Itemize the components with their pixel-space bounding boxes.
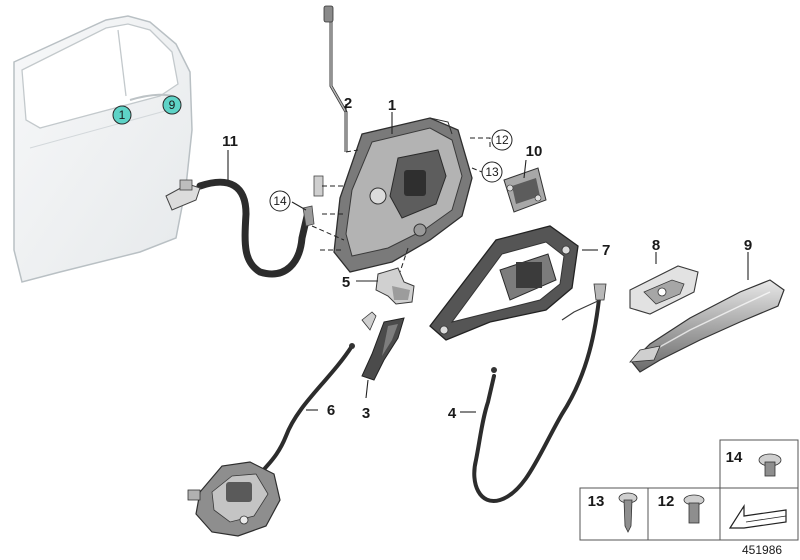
part-4-bowden-cable: [472, 283, 607, 503]
callout-5: 5: [342, 274, 350, 291]
part-6-bowden-cable: [260, 343, 355, 474]
door-marker-9-label: 9: [169, 98, 176, 112]
screw-icon: [618, 492, 638, 533]
leader-lines: [227, 104, 749, 413]
callout-6: 6: [327, 402, 335, 419]
rear-door-illustration: [13, 15, 193, 283]
legend-item-12: 12: [647, 487, 721, 541]
callout-13-circle: 13: [481, 161, 503, 183]
callout-9: 9: [744, 237, 752, 254]
callout-12: 12: [495, 133, 509, 147]
callout-10: 10: [526, 143, 543, 160]
callout-labels: 2 1 10 11 5 7 8 9 3 6 4 12 13 14: [222, 95, 752, 422]
legend-arrow-box: [719, 487, 799, 541]
part-8-gasket: [629, 265, 699, 315]
screw-icon: [683, 494, 705, 524]
legend-13-label: 13: [588, 493, 605, 510]
screw-icon: [758, 453, 782, 477]
door-marker-1-label: 1: [119, 108, 126, 122]
callout-2: 2: [344, 95, 352, 112]
part-1-door-lock: [333, 117, 473, 273]
callout-14: 14: [273, 194, 287, 208]
callout-12-circle: 12: [491, 129, 513, 151]
part-2-actuating-rod: [323, 5, 348, 152]
part-5-bracket: [375, 267, 415, 305]
part-7-handle-carrier: [429, 225, 579, 341]
arrow-icon: [728, 503, 787, 529]
callout-1: 1: [388, 97, 396, 114]
assembly-guides-lock: [311, 137, 491, 273]
diagram-number: 451986: [742, 543, 782, 557]
legend-item-13: 13: [579, 487, 649, 541]
door-marker-9: 9: [162, 95, 182, 115]
callout-4: 4: [448, 405, 457, 422]
callout-3: 3: [362, 405, 370, 422]
callout-11: 11: [222, 133, 238, 150]
part-10-lock-striker: [503, 167, 547, 213]
part-3-holder: [361, 311, 405, 381]
legend-item-14: 14: [719, 439, 799, 489]
callout-13: 13: [485, 165, 499, 179]
callout-7: 7: [602, 242, 610, 259]
callout-14-circle: 14: [269, 190, 291, 212]
part-6-actuator: [187, 461, 281, 537]
fastener-legend: 14 13 12: [579, 439, 799, 541]
door-marker-1: 1: [112, 105, 132, 125]
callout-8: 8: [652, 237, 660, 254]
legend-14-label: 14: [726, 449, 743, 466]
part-9-outside-door-handle: [629, 279, 785, 373]
part-11-wiring-harness: [165, 175, 324, 278]
legend-12-label: 12: [658, 493, 675, 510]
